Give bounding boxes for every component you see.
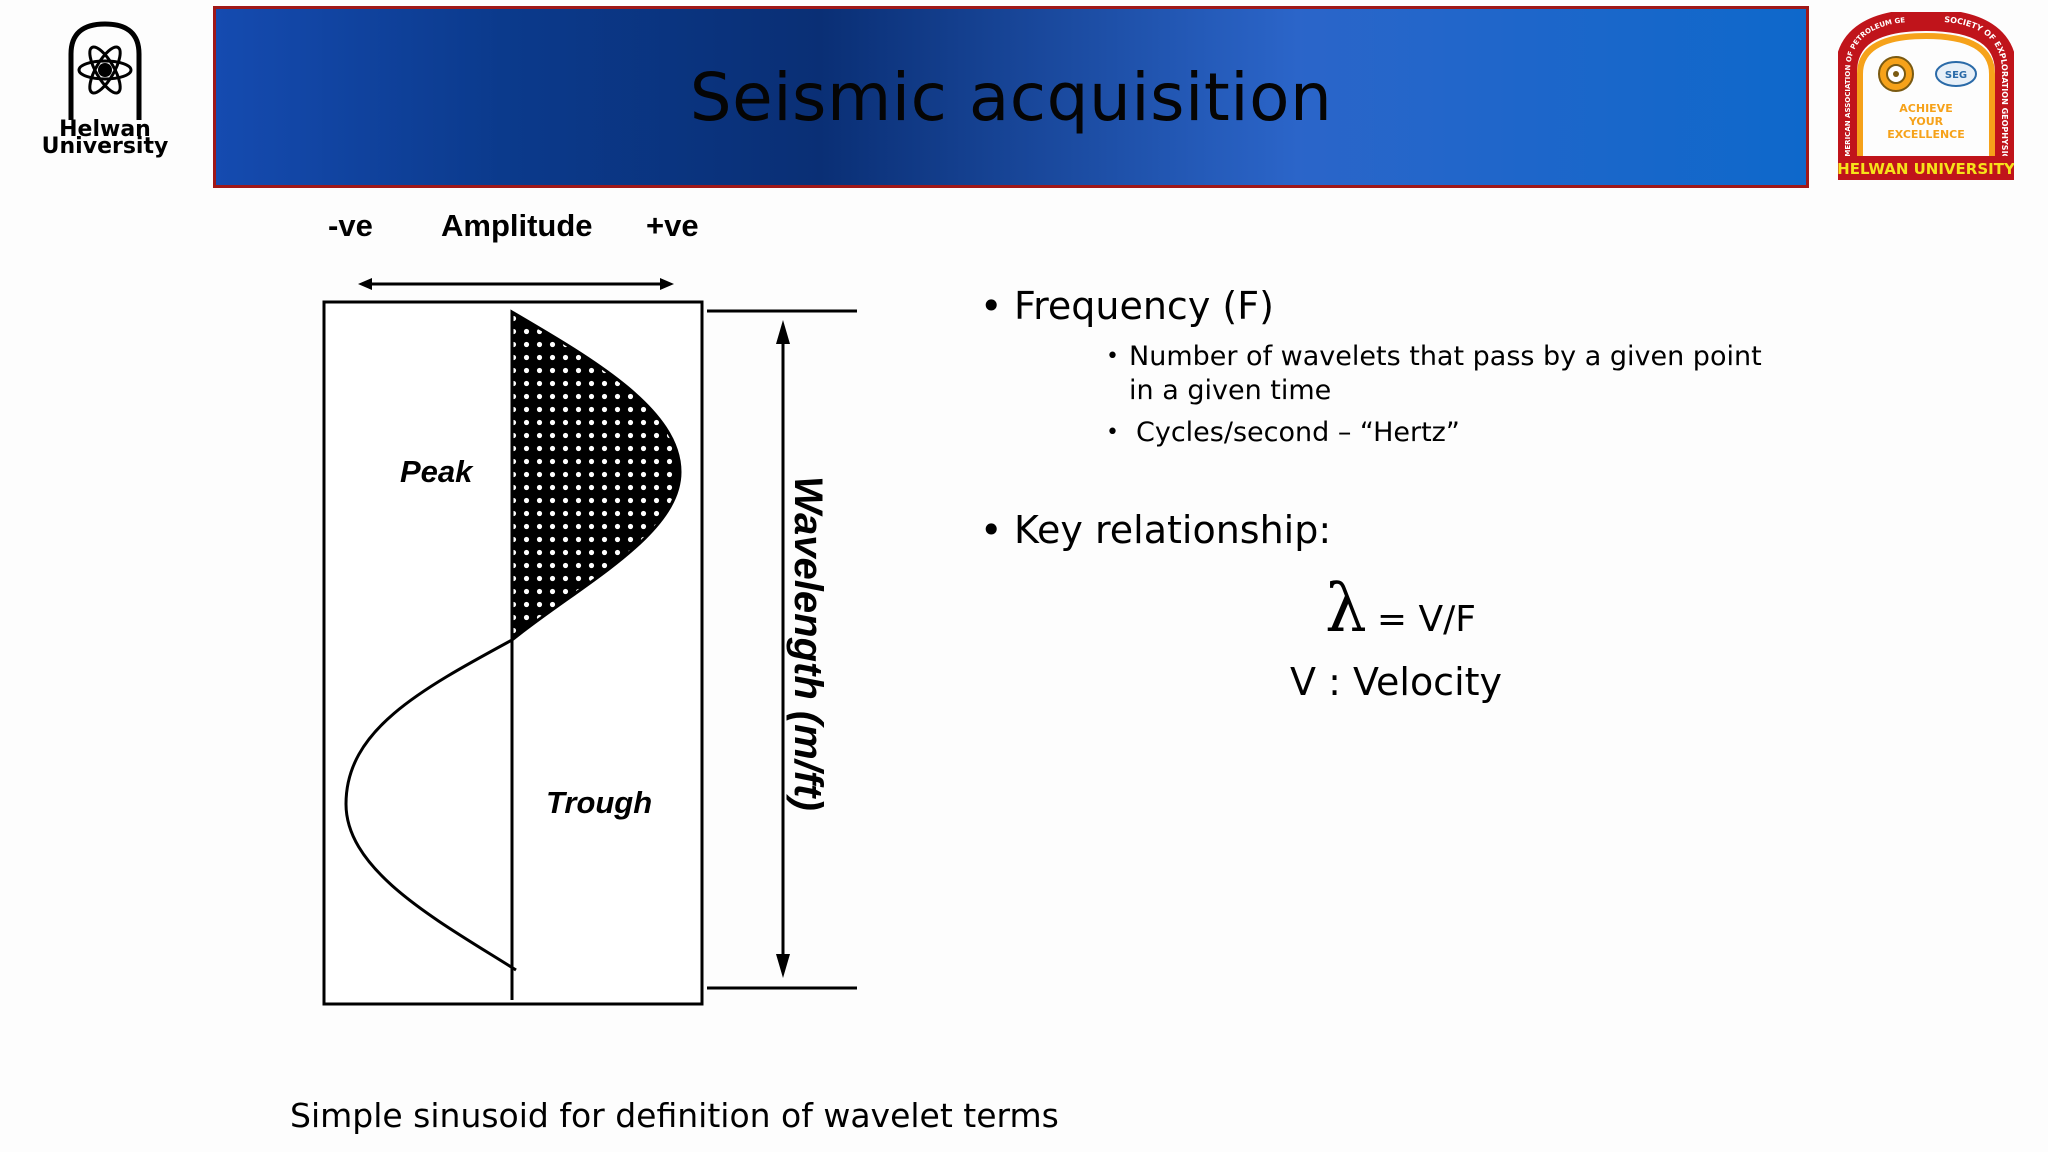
bullet-sub-wavelets-text: Number of wavelets that pass by a given … <box>1129 341 1762 406</box>
amplitude-label: Amplitude <box>441 208 593 243</box>
logo-text-line1: Helwan <box>59 117 151 142</box>
wavelength-label: Wavelength (m/ft) <box>786 476 830 811</box>
bullet-sub-hertz: • Cycles/second – “Hertz” <box>1106 416 1800 450</box>
wavelength-arrow <box>707 309 857 990</box>
bullet-dot: • <box>980 284 1003 328</box>
trough-label: Trough <box>546 785 652 820</box>
velocity-definition: V : Velocity <box>1290 660 1503 704</box>
bullet-dot: • <box>1106 420 1119 445</box>
logo-motto-1: ACHIEVE <box>1899 102 1952 115</box>
logo-banner: HELWAN UNIVERSITY <box>1838 160 2014 178</box>
slide-title: Seismic acquisition <box>689 58 1333 136</box>
bullet-sub-wavelets: • Number of wavelets that pass by a give… <box>1106 340 1776 408</box>
pos-label: +ve <box>646 208 699 243</box>
bullet-frequency: • Frequency (F) <box>980 284 1800 328</box>
atom-arch-icon <box>68 21 142 120</box>
logo-badge: SEG <box>1945 70 1967 81</box>
bullet-dot: • <box>980 508 1003 552</box>
formula-rhs: = V/F <box>1376 599 1476 640</box>
logo-text-line2: University <box>41 134 169 159</box>
bullet-frequency-text: Frequency (F) <box>1014 284 1274 328</box>
aapg-seg-chapter-logo: AMERICAN ASSOCIATION OF PETROLEUM GEOLOG… <box>1835 5 2017 180</box>
figure-caption: Simple sinusoid for definition of wavele… <box>290 1096 1059 1135</box>
logo-motto-2: YOUR <box>1908 115 1944 128</box>
neg-label: -ve <box>328 208 373 243</box>
bullet-key-relationship: • Key relationship: <box>980 508 1800 552</box>
peak-label: Peak <box>400 454 474 489</box>
wavelet-diagram: -ve Amplitude +ve Peak Trough Wavelength… <box>322 208 857 1006</box>
aapg-seg-logo: AMERICAN ASSOCIATION OF PETROLEUM GEOLOG… <box>1835 5 2017 180</box>
lambda-symbol: λ <box>1325 570 1367 647</box>
helwan-university-logo: Helwan University <box>30 20 180 160</box>
trough-curve <box>344 638 517 972</box>
title-bar: Seismic acquisition <box>213 6 1809 188</box>
amplitude-arrow <box>358 278 674 290</box>
bullet-sub-hertz-text: Cycles/second – “Hertz” <box>1136 417 1460 448</box>
bullet-key-text: Key relationship: <box>1014 508 1332 552</box>
logo-motto-3: EXCELLENCE <box>1887 128 1965 141</box>
wavelength-formula: λ= V/F <box>1325 570 1476 647</box>
bullet-dot: • <box>1106 344 1119 369</box>
peak-lobe <box>510 309 682 644</box>
bullet-list: • Frequency (F) • Number of wavelets tha… <box>980 280 1800 552</box>
